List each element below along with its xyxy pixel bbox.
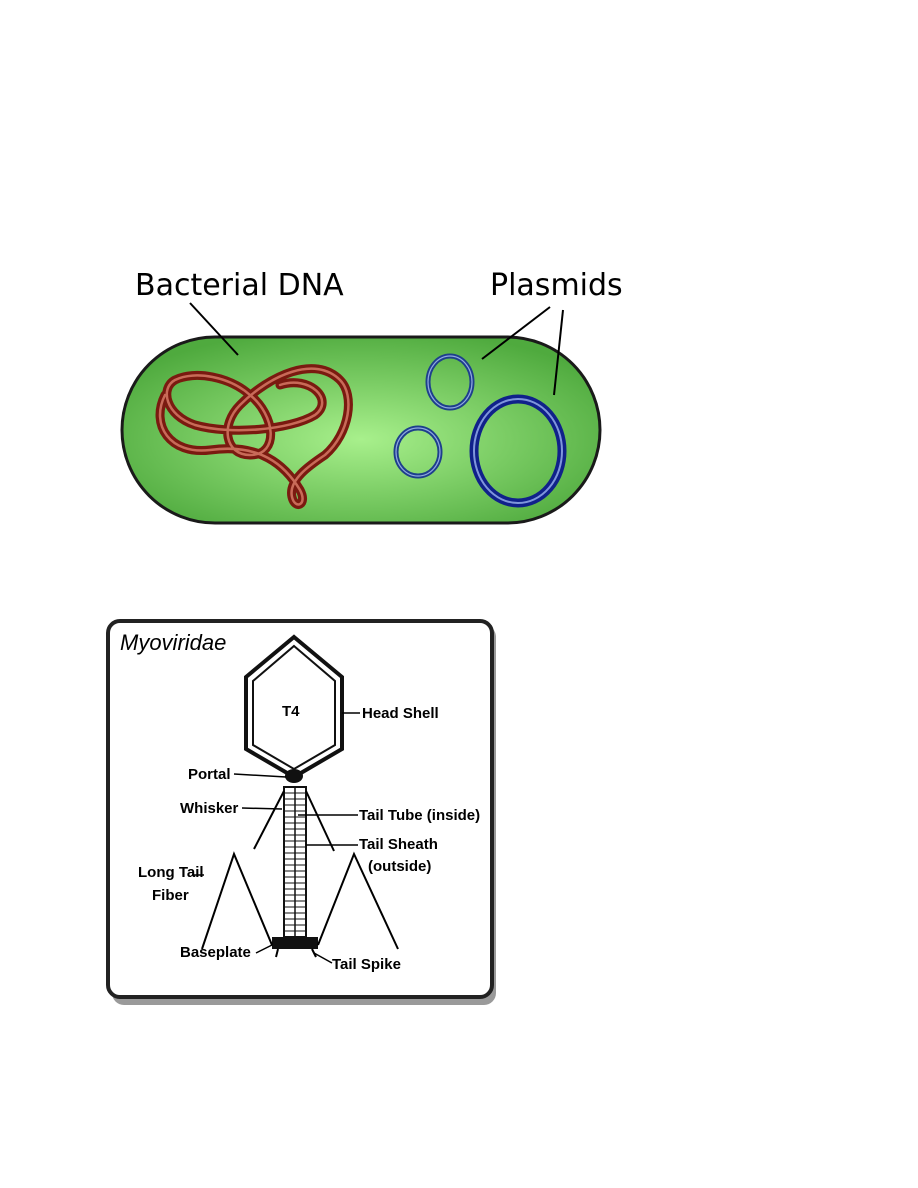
plasmid-leader-small (481, 306, 551, 360)
long-tail-fiber-label-2: Fiber (152, 887, 189, 904)
tail-tube-label: Tail Tube (inside) (359, 807, 480, 824)
head-shell-label: Head Shell (362, 705, 439, 722)
baseplate-leader (255, 944, 273, 954)
phage-baseplate (272, 937, 318, 949)
phage-tail-spike-left (275, 948, 279, 958)
phage-head-label: T4 (282, 703, 300, 720)
phage-family-title: Myoviridae (120, 630, 226, 655)
tail-spike-leader (313, 952, 333, 964)
long-tail-fiber-label: Long Tail (138, 864, 204, 881)
bacteria-diagram: Bacterial DNA Plasmids (110, 255, 623, 535)
tail-sheath-label: Tail Sheath (359, 836, 438, 853)
tail-sheath-label-2: (outside) (368, 858, 431, 875)
phage-tail-sheath (283, 786, 307, 938)
phage-tail-fiber-right (317, 851, 399, 950)
tail-spike-label: Tail Spike (332, 956, 401, 973)
bacterial-cell (120, 335, 602, 525)
bacterial-dna-leader (189, 302, 239, 356)
portal-leader (233, 773, 287, 778)
phage-svg: Myoviridae T4 (106, 619, 496, 1005)
bacteria-svg: Bacterial DNA Plasmids (120, 268, 623, 525)
plasmid-leader-large (553, 309, 564, 396)
phage-whisker-right (305, 790, 335, 852)
plasmid-small-bottom (393, 425, 443, 479)
plasmids-label: Plasmids (490, 268, 623, 303)
portal-label: Portal (188, 766, 231, 783)
phage-diagram: Myoviridae T4 (106, 619, 496, 1005)
bacterial-dna-label: Bacterial DNA (135, 268, 344, 303)
plasmid-small-top (425, 353, 475, 411)
baseplate-label: Baseplate (180, 944, 251, 961)
phage-tail-fiber-left (201, 851, 273, 950)
whisker-label: Whisker (180, 800, 239, 817)
whisker-leader (241, 807, 283, 810)
bacterial-dna-chromosome (155, 364, 353, 509)
plasmid-large (469, 394, 567, 508)
phage-portal (285, 769, 303, 783)
phage-whisker-left (253, 790, 285, 850)
